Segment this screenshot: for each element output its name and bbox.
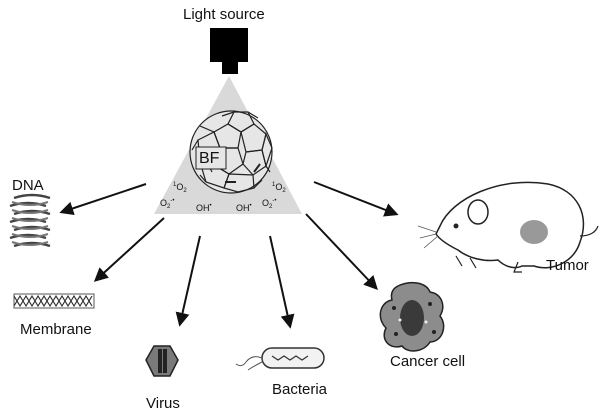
tumor-label: Tumor — [546, 257, 589, 274]
light-source-label: Light source — [183, 6, 265, 23]
cancer-cell-label: Cancer cell — [390, 353, 466, 370]
light-source-icon — [210, 28, 248, 74]
arrows — [59, 181, 399, 329]
virus-icon — [145, 345, 179, 377]
arrow-to-membrane — [93, 217, 165, 282]
fullerene-icon — [189, 110, 273, 194]
arrow-to-tumor — [313, 181, 399, 217]
cancer-cell-icon — [379, 281, 445, 352]
mouse-icon — [417, 181, 599, 273]
membrane-label: Membrane — [20, 321, 92, 338]
virus-label: Virus — [146, 395, 180, 412]
membrane-icon — [13, 293, 95, 309]
superoxide-right: O2-• — [262, 198, 277, 210]
arrow-to-cancer-cell — [305, 213, 378, 291]
singlet-oxygen-right: 1O2 — [272, 182, 286, 194]
dna-label: DNA — [12, 177, 44, 194]
arrow-to-bacteria — [269, 235, 295, 329]
bf-box — [195, 146, 227, 170]
arrow-to-virus — [175, 235, 201, 327]
bacteria-icon — [235, 347, 325, 371]
tumor-mark — [520, 220, 548, 244]
arrow-to-dna — [59, 183, 147, 216]
hydroxyl-left: OH• — [196, 203, 212, 213]
bacteria-label: Bacteria — [272, 381, 328, 398]
dna-icon — [9, 193, 51, 248]
superoxide-left: O2-• — [160, 198, 175, 210]
singlet-oxygen-left: 1O2 — [173, 182, 187, 194]
bf-label: BF — [199, 150, 220, 167]
hydroxyl-right: OH• — [236, 203, 252, 213]
